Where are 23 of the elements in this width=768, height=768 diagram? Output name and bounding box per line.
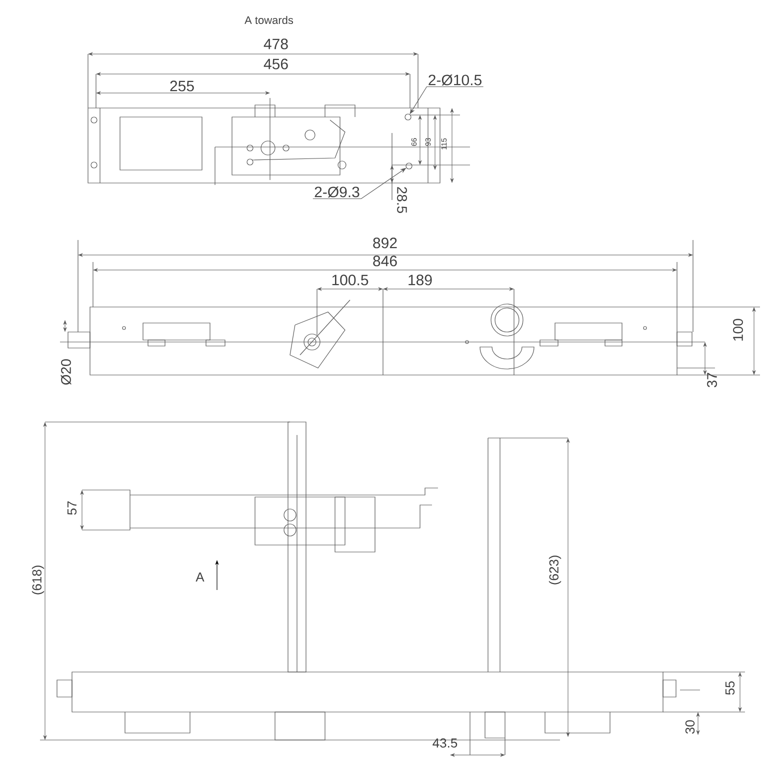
dimension-label: 57: [67, 501, 77, 515]
dimension-label: 456: [264, 58, 288, 70]
dimension-label: 55: [725, 681, 735, 695]
callout-text: 2-Ø10.5: [428, 74, 482, 86]
dimension-label: (623): [548, 556, 562, 584]
dimension-label: 30: [685, 720, 695, 734]
dimension-label: 189: [408, 274, 432, 286]
dimension-label: A towards: [244, 16, 294, 24]
dimension-label: 478: [264, 38, 288, 50]
mounting-hole: [404, 114, 412, 120]
callout-text: 2-Ø9.3: [314, 186, 360, 198]
dimension-label: 255: [170, 80, 194, 92]
dimension-label: 846: [373, 256, 397, 266]
mounting-hole: [406, 162, 412, 170]
dimension-label: 100: [733, 318, 743, 341]
dimension-label: 43.5: [432, 738, 458, 748]
dimension-label: 37: [707, 372, 717, 388]
dimension-label: Ø20: [60, 359, 72, 385]
dimension-label: 100.5: [332, 274, 368, 286]
dimension-label: A: [196, 572, 204, 582]
dimension-label: 28.5: [397, 187, 407, 214]
dimension-label: (618): [32, 566, 44, 594]
dimension-label: 892: [373, 238, 397, 248]
